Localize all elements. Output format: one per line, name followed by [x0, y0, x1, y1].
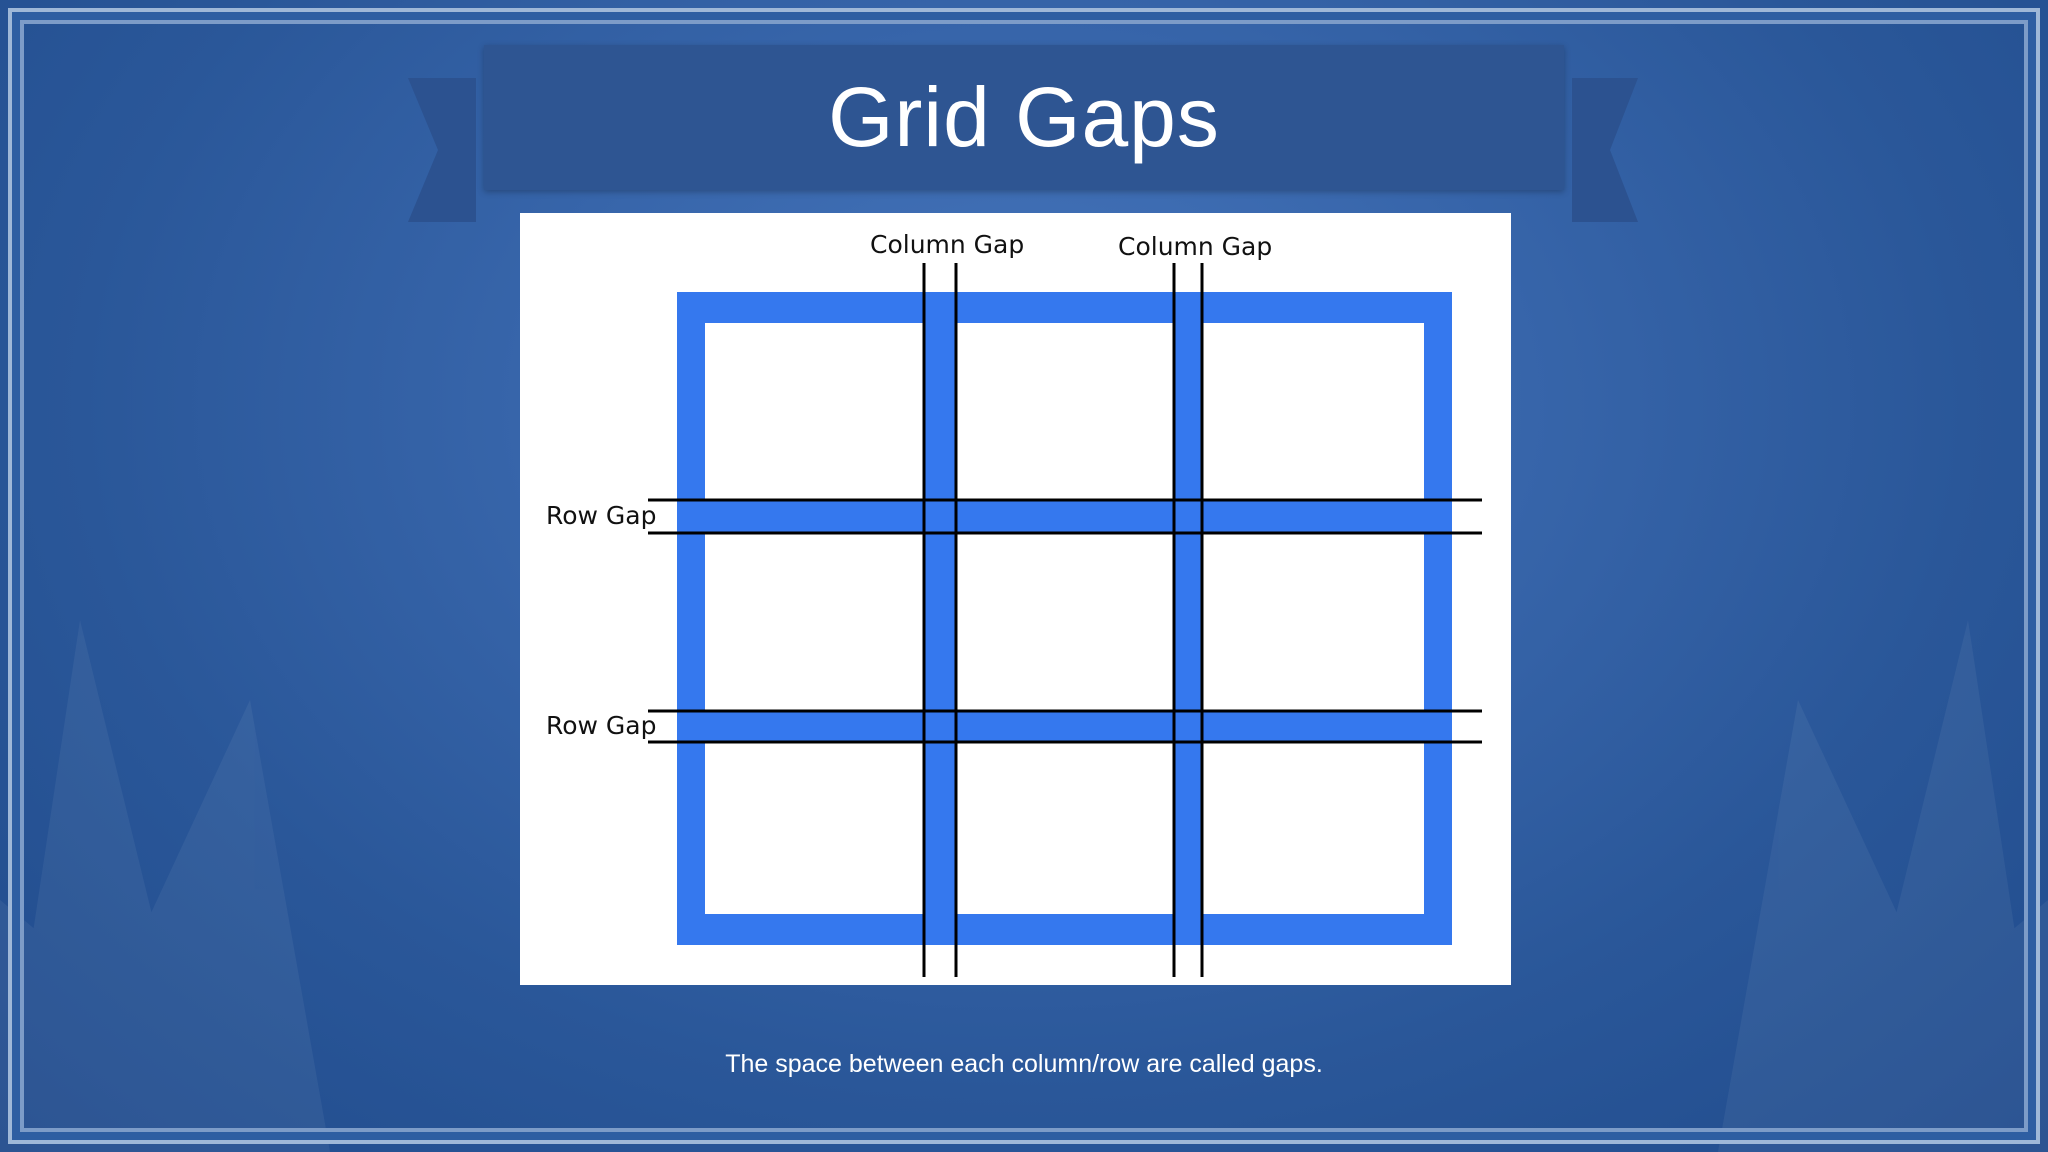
grid-diagram-svg: Column Gap Column Gap Row Gap Row Gap [546, 230, 1482, 977]
column-gap-lines [922, 263, 1204, 977]
grid-top-border [677, 292, 1452, 323]
row-gap-label-2: Row Gap [546, 711, 657, 740]
row-gap-label-1: Row Gap [546, 501, 657, 530]
column-gap-1-band [924, 292, 956, 945]
slide-title: Grid Gaps [828, 70, 1220, 164]
grid-right-border [1424, 292, 1452, 945]
column-gap-2-band [1174, 292, 1202, 945]
column-gap-label-1: Column Gap [870, 230, 1024, 259]
row-gap-lines [648, 498, 1482, 744]
grid-gap-diagram: Column Gap Column Gap Row Gap Row Gap [520, 213, 1511, 985]
ribbon-left-tail [408, 78, 476, 222]
column-gap-label-2: Column Gap [1118, 232, 1272, 261]
row-gap-1-band [677, 499, 1452, 533]
slide-frame [8, 8, 2040, 1144]
title-banner: Grid Gaps [484, 45, 1564, 190]
row-gap-2-band [677, 711, 1452, 743]
grid-left-border [677, 292, 705, 945]
grid-bottom-border [677, 914, 1452, 945]
ribbon-right-tail [1572, 78, 1638, 222]
slide-caption: The space between each column/row are ca… [725, 1050, 1323, 1078]
